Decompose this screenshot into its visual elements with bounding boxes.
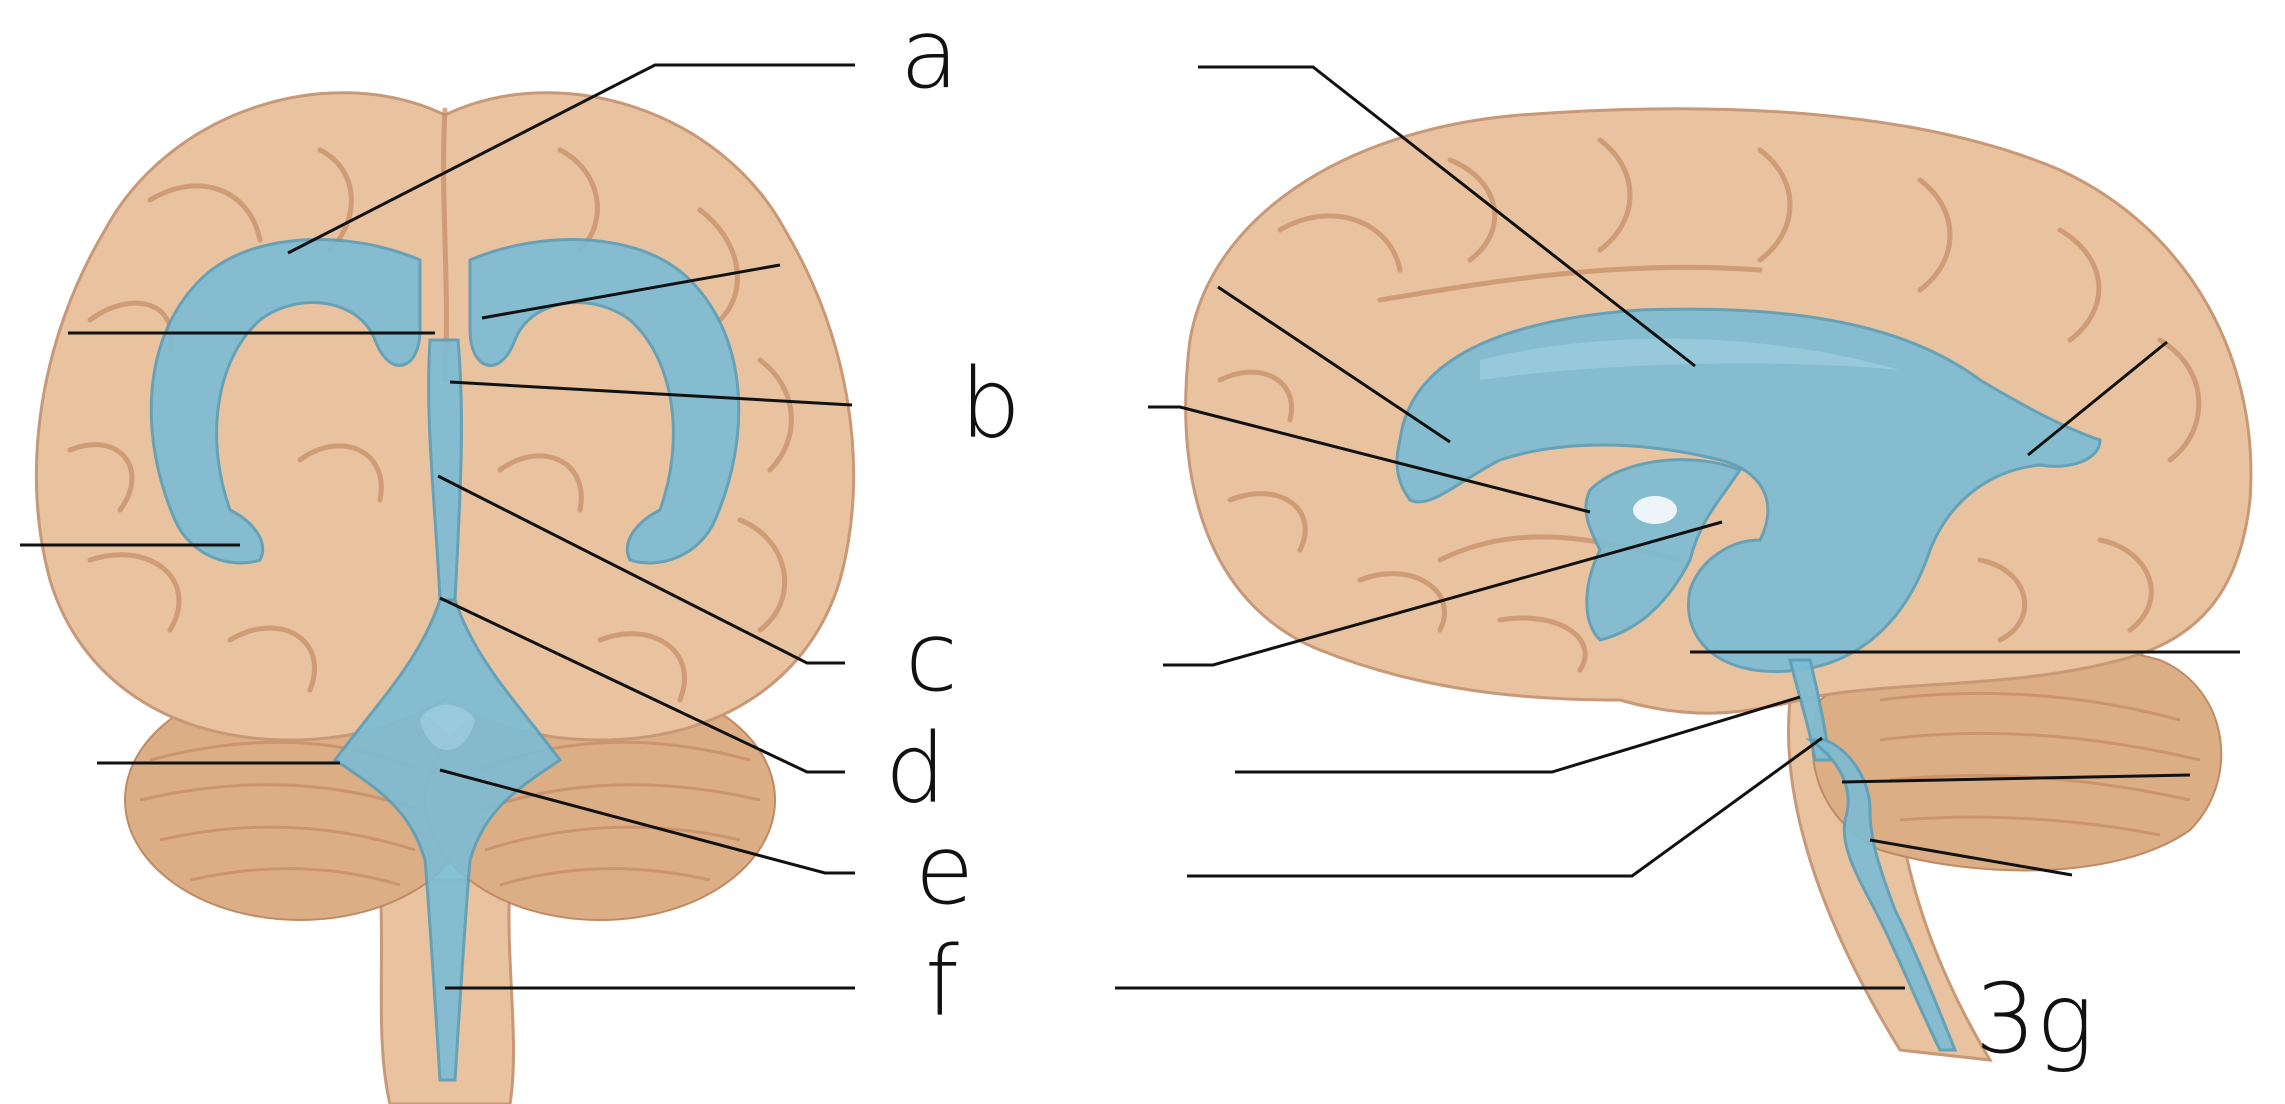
leader-lateral-c bbox=[1163, 520, 1723, 667]
leader-lateral-anterior-horn bbox=[1217, 285, 1451, 444]
leader-lateral-fourth-lower bbox=[1869, 838, 2073, 877]
label-b: b bbox=[960, 348, 1021, 460]
leader-lateral-fourth-upper bbox=[1841, 773, 2191, 784]
leader-lateral-d bbox=[1235, 695, 1801, 774]
leader-a bbox=[287, 63, 855, 255]
label-g: 3g bbox=[1975, 963, 2094, 1075]
lateral-third-ventricle bbox=[1584, 458, 1743, 642]
frontal-view bbox=[34, 91, 856, 1104]
lateral-view bbox=[1184, 107, 2253, 1062]
leader-lateral-top bbox=[1198, 65, 1696, 368]
lateral-fourth-ventricle bbox=[1805, 738, 1958, 1052]
label-a: a bbox=[900, 0, 959, 110]
leader-lateral-b bbox=[1148, 405, 1591, 514]
leader-e bbox=[439, 768, 855, 875]
handwritten-labels: a b c d e f 3g bbox=[885, 0, 2094, 1075]
leader-c bbox=[437, 474, 845, 665]
label-d: d bbox=[885, 713, 946, 825]
label-e: e bbox=[915, 814, 974, 926]
lateral-ventricle-body bbox=[1395, 307, 2102, 673]
leader-d bbox=[439, 596, 845, 774]
leader-lines bbox=[20, 63, 2240, 990]
frontal-fourth-ventricle bbox=[332, 598, 563, 1082]
label-c: c bbox=[905, 601, 958, 713]
leader-lateral-posterior-horn bbox=[2027, 340, 2168, 457]
leader-b bbox=[449, 380, 853, 407]
lateral-interthalamic-adhesion bbox=[1633, 496, 1677, 524]
leader-lateral-e bbox=[1187, 736, 1823, 878]
label-f: f bbox=[925, 926, 959, 1038]
frontal-lateral-ventricle-left bbox=[149, 238, 422, 565]
leader-frontal-upper-right bbox=[481, 263, 781, 320]
lateral-gyri bbox=[1217, 137, 2202, 673]
